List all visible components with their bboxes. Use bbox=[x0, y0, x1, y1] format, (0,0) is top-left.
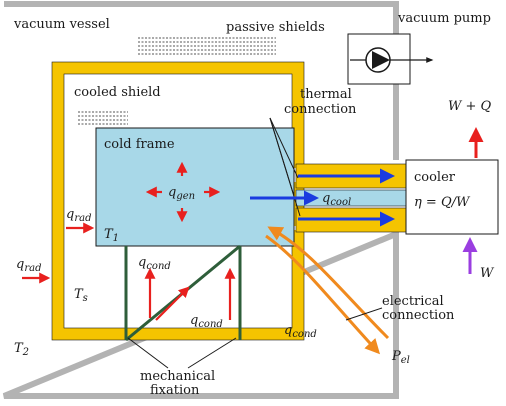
efficiency-label: η = Q/W bbox=[414, 195, 471, 210]
q-cool-label: qcool bbox=[322, 191, 351, 208]
passive-shields bbox=[138, 37, 276, 55]
cooling-arrows bbox=[250, 168, 395, 227]
electrical-connection-label-2: connection bbox=[382, 308, 455, 323]
q-gen-label: qgen bbox=[168, 185, 195, 202]
ts-label: Ts bbox=[74, 287, 88, 304]
thermal-connection-leaders bbox=[269, 117, 301, 217]
vacuum-pump-label: vacuum pump bbox=[397, 11, 491, 26]
q-rad-outer-label: qrad bbox=[16, 257, 41, 274]
electrical-connection bbox=[265, 226, 390, 355]
p-el-label: Pel bbox=[391, 349, 410, 366]
inner-passive-shields bbox=[78, 111, 128, 125]
q-rad-inner-label: qrad bbox=[66, 207, 91, 224]
cooler-box bbox=[405, 159, 499, 235]
cold-frame-label: cold frame bbox=[104, 137, 175, 152]
q-cond-label-2: qcond bbox=[190, 313, 223, 330]
mechanical-fixation-leaders bbox=[127, 337, 237, 369]
vacuum-vessel-label: vacuum vessel bbox=[13, 17, 110, 32]
q-cond-label-1: qcond bbox=[138, 255, 171, 272]
cold-frame bbox=[95, 127, 295, 247]
t1-label: T1 bbox=[104, 227, 119, 244]
cooler-label: cooler bbox=[414, 170, 456, 185]
cooled-shield-label: cooled shield bbox=[74, 85, 161, 100]
q-cond-arrow-diagonal bbox=[155, 286, 190, 321]
w-plus-q-label: W + Q bbox=[448, 99, 492, 114]
vacuum-pump bbox=[347, 33, 434, 85]
thermal-connection-label-2: connection bbox=[284, 102, 357, 117]
q-cond-label-3: qcond bbox=[284, 323, 317, 340]
mechanical-fixation-label-1: mechanical bbox=[140, 369, 215, 384]
electrical-leader bbox=[345, 307, 383, 321]
thermal-connection-label-1: thermal bbox=[300, 87, 352, 102]
passive-shields-label: passive shields bbox=[226, 20, 325, 35]
mechanical-fixation-label-2: fixation bbox=[150, 383, 200, 398]
electrical-connection-label-1: electrical bbox=[382, 294, 444, 309]
t2-label: T2 bbox=[14, 341, 29, 358]
q-gen-arrows bbox=[145, 161, 221, 223]
w-input-label: W bbox=[480, 266, 495, 281]
